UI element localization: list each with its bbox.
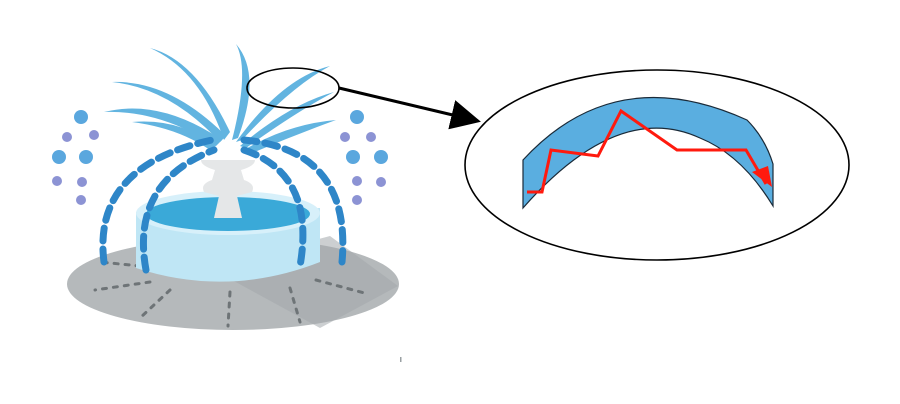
particle-path-arrowhead xyxy=(752,166,772,187)
jet-band xyxy=(522,96,774,210)
fountain-statue xyxy=(201,160,255,218)
particle-path xyxy=(527,108,768,194)
callout-arrow xyxy=(338,86,481,130)
droplets xyxy=(52,110,388,205)
spray-fans xyxy=(104,44,336,154)
water-arcs xyxy=(99,136,347,274)
detail-ellipse xyxy=(464,69,850,261)
fountain-icon xyxy=(52,44,399,330)
stray-mark xyxy=(400,357,402,362)
